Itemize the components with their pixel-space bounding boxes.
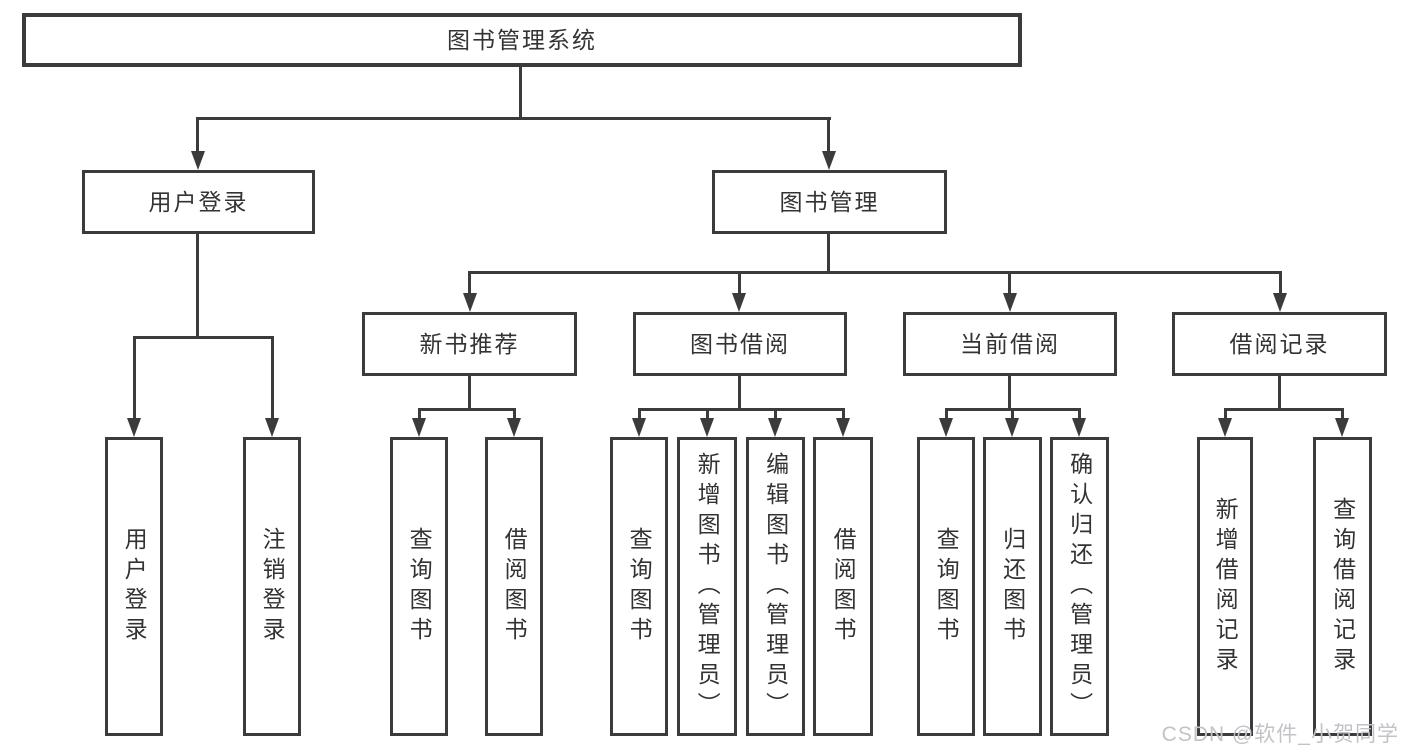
- arrow-down-icon: [1335, 418, 1349, 437]
- leaf-borrow-books: 借阅图书: [813, 437, 873, 736]
- arrow-down-icon: [463, 293, 477, 312]
- node-label: 借阅图书: [501, 526, 528, 647]
- connector-line: [468, 376, 471, 411]
- connector-line: [827, 234, 830, 274]
- connector-line: [774, 408, 777, 422]
- node-current-borrowing: 当前借阅: [903, 312, 1117, 376]
- connector-line: [842, 408, 845, 422]
- node-book-management: 图书管理: [712, 170, 947, 234]
- connector-line: [1341, 408, 1344, 422]
- connector-line: [1008, 376, 1011, 411]
- arrow-down-icon: [1003, 293, 1017, 312]
- connector-line: [1278, 376, 1281, 411]
- node-label: 新书推荐: [419, 330, 520, 357]
- arrow-down-icon: [1072, 418, 1086, 437]
- node-label: 用户登录: [148, 188, 249, 215]
- connector-line: [638, 408, 641, 422]
- node-label: 归还图书: [999, 526, 1026, 647]
- node-label: 新增借阅记录: [1212, 496, 1239, 677]
- csdn-watermark: CSDN @软件_小贺同学: [1161, 723, 1399, 746]
- connector-line: [196, 234, 199, 339]
- leaf-confirm-return-admin: 确认归还（管理员）: [1050, 437, 1109, 736]
- node-label: 图书借阅: [690, 330, 790, 357]
- arrow-down-icon: [768, 418, 782, 437]
- node-label: 查询图书: [626, 526, 653, 647]
- node-label: 用户登录: [121, 526, 148, 647]
- connector-line: [513, 408, 516, 422]
- arrow-down-icon: [1005, 418, 1019, 437]
- leaf-return-book: 归还图书: [983, 437, 1042, 736]
- arrow-down-icon: [822, 151, 836, 170]
- arrow-down-icon: [1273, 293, 1287, 312]
- arrow-down-icon: [1218, 418, 1232, 437]
- connector-line: [133, 336, 136, 422]
- leaf-logout: 注销登录: [243, 437, 301, 736]
- node-label: 借阅记录: [1229, 330, 1330, 357]
- connector-line: [1011, 408, 1014, 422]
- connector-line: [738, 271, 741, 297]
- arrow-down-icon: [412, 418, 426, 437]
- node-label: 注销登录: [259, 526, 286, 647]
- node-borrowing-records: 借阅记录: [1172, 312, 1387, 376]
- node-label: 查询图书: [406, 526, 433, 647]
- connector-line: [1279, 271, 1282, 297]
- connector-line: [638, 408, 845, 411]
- connector-line: [1078, 408, 1081, 422]
- arrow-down-icon: [507, 418, 521, 437]
- leaf-query-books-borrow: 查询图书: [610, 437, 668, 736]
- node-label: 编辑图书（管理员）: [762, 451, 789, 722]
- node-label: 借阅图书: [830, 526, 857, 647]
- connector-line: [519, 66, 522, 120]
- connector-line: [271, 336, 274, 422]
- leaf-borrow-books-recommend: 借阅图书: [485, 437, 543, 736]
- node-library-management-system: 图书管理系统: [22, 13, 1022, 67]
- connector-line: [1224, 408, 1227, 422]
- connector-line: [418, 408, 516, 411]
- connector-line: [945, 408, 948, 422]
- node-label: 新增图书（管理员）: [694, 451, 721, 722]
- arrow-down-icon: [700, 418, 714, 437]
- arrow-down-icon: [632, 418, 646, 437]
- leaf-query-books-recommend: 查询图书: [390, 437, 448, 736]
- arrow-down-icon: [127, 418, 141, 437]
- connector-line: [738, 376, 741, 411]
- leaf-add-book-admin: 新增图书（管理员）: [677, 437, 737, 736]
- connector-line: [468, 271, 471, 297]
- connector-line: [196, 117, 831, 120]
- leaf-add-borrow-record: 新增借阅记录: [1197, 437, 1253, 736]
- node-book-borrowing: 图书借阅: [633, 312, 847, 376]
- leaf-query-books-current: 查询图书: [917, 437, 975, 736]
- connector-line: [468, 271, 1282, 274]
- connector-line: [1008, 271, 1011, 297]
- node-label: 图书管理系统: [447, 26, 597, 53]
- connector-line: [827, 117, 830, 154]
- arrow-down-icon: [836, 418, 850, 437]
- node-label: 查询借阅记录: [1329, 496, 1356, 677]
- connector-line: [706, 408, 709, 422]
- arrow-down-icon: [732, 293, 746, 312]
- leaf-edit-book-admin: 编辑图书（管理员）: [746, 437, 805, 736]
- connector-line: [133, 336, 274, 339]
- arrow-down-icon: [191, 151, 205, 170]
- connector-line: [1224, 408, 1344, 411]
- node-user-login: 用户登录: [82, 170, 315, 234]
- connector-line: [418, 408, 421, 422]
- arrow-down-icon: [265, 418, 279, 437]
- connector-line: [196, 117, 199, 154]
- node-new-book-recommendation: 新书推荐: [362, 312, 577, 376]
- arrow-down-icon: [939, 418, 953, 437]
- node-label: 查询图书: [933, 526, 960, 647]
- node-label: 确认归还（管理员）: [1066, 451, 1093, 722]
- node-label: 当前借阅: [960, 330, 1060, 357]
- node-label: 图书管理: [779, 188, 880, 215]
- leaf-query-borrow-record: 查询借阅记录: [1313, 437, 1372, 736]
- leaf-user-login: 用户登录: [105, 437, 163, 736]
